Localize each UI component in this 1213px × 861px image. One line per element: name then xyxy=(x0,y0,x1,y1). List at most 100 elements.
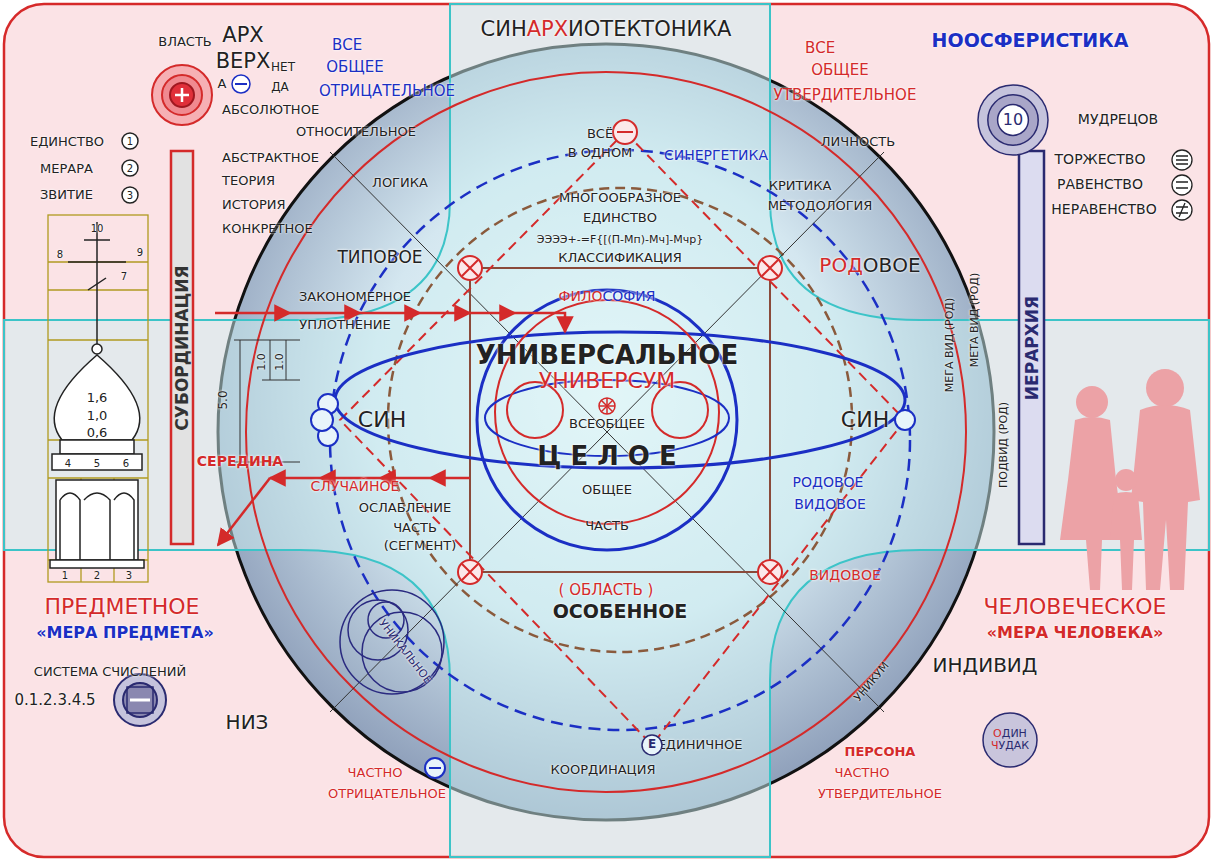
diagonal xyxy=(330,152,884,712)
diagram-label: В ОДНОМ xyxy=(568,146,633,160)
diagram-label: СИСТЕМА СЧИСЛЕНИЙ xyxy=(34,665,186,679)
diagram-label: ОБЩЕЕ xyxy=(811,62,868,79)
diagram-label: ВСЕОБЩЕЕ xyxy=(569,417,645,431)
text-part: ИОТЕКТОНИКА xyxy=(568,17,731,41)
blue-circle xyxy=(477,290,737,550)
cross-band xyxy=(4,4,1209,857)
diagram-label: РОДОВОЕ xyxy=(793,475,864,490)
diagram-label: ВСЕ xyxy=(805,40,835,57)
diagram-label: ЧАСТНО xyxy=(348,766,403,780)
node-text: Е xyxy=(648,738,656,751)
diagram-label: 5.0 xyxy=(217,390,230,409)
red-inner-circle xyxy=(495,300,719,524)
diagram-label: ОТРИЦАТЕЛЬНОЕ xyxy=(328,787,446,801)
diagram-label: Ц Е Л О Е xyxy=(537,442,677,471)
text-part: СИН xyxy=(481,17,527,41)
diagram-label: 6 xyxy=(123,458,129,469)
dimension-lines xyxy=(234,340,300,462)
diagram-label: ВЕРХ xyxy=(216,50,271,73)
text-part: О xyxy=(993,727,1002,740)
text-part: СОФИЯ xyxy=(603,288,656,304)
center-star xyxy=(599,398,615,414)
diagram-label: ПОДВИД (РОД) xyxy=(998,402,1010,488)
diagram-label: А xyxy=(218,77,227,91)
node-text: 2 xyxy=(127,163,133,174)
diagram-label: УНИВЕРСАЛЬНОЕ xyxy=(476,341,738,370)
diagram-label: ОБЩЕЕ xyxy=(582,483,632,497)
red-diamond xyxy=(340,132,905,745)
circle-node: 1 xyxy=(121,132,139,150)
circle-node: 10 xyxy=(977,84,1049,156)
diagram-label: ЗВИТИЕ xyxy=(40,188,93,202)
vertical-band: ИЕРАРХИЯ xyxy=(1018,150,1045,545)
diagram-label: СЕРЕДИНА xyxy=(197,454,283,469)
diagram-label: ЕДИНСТВО xyxy=(30,135,104,149)
diagram-label: ЧАСТЬ xyxy=(585,519,629,533)
corner-markers xyxy=(458,120,782,584)
node-text: 3 xyxy=(127,190,133,201)
diagram-label: ВИДОВОЕ xyxy=(809,568,881,583)
vertical-band: СУБОРДИНАЦИЯ xyxy=(170,150,194,545)
diagram-label: ОСЛАБЛЕНИЕ xyxy=(359,501,452,515)
diagonal xyxy=(330,152,884,712)
diagram-label: ИНДИВИД xyxy=(933,654,1038,676)
diagram-label: «МЕРА ЧЕЛОВЕКА» xyxy=(987,624,1164,642)
diagram-label: КООРДИНАЦИЯ xyxy=(551,763,656,777)
diagram-label: ЛИЧНОСТЬ xyxy=(821,135,895,149)
diagram-label: ФИЛОСОФИЯ xyxy=(558,289,655,304)
diagram-label: РАВЕНСТВО xyxy=(1057,177,1143,192)
diagram-label: ЧАСТЬ xyxy=(393,521,437,535)
circle-node: 2 xyxy=(121,159,139,177)
diagram-label: МЕГА ВИД (РОД) xyxy=(944,298,956,393)
minus-symbol xyxy=(232,75,250,93)
family-silhouette xyxy=(1060,369,1200,590)
blue-dashed-circle xyxy=(330,150,910,730)
diagram-label: УНИВЕРСУМ xyxy=(539,369,675,393)
diagram-label: 7 xyxy=(121,271,127,282)
circle-node: 3 xyxy=(121,186,139,204)
diagram-label: ОБЩЕЕ xyxy=(326,59,383,76)
diagram-label: ОТРИЦАТЕЛЬНОЕ xyxy=(319,83,455,100)
text-part: ОВОЕ xyxy=(863,253,921,277)
text-part: УДАК xyxy=(998,739,1029,752)
diagram-label: ЛОГИКА xyxy=(372,176,428,190)
diagram-title: СИНАРХИОТЕКТОНИКА xyxy=(481,18,732,41)
square xyxy=(470,268,770,572)
diagram-label: МЕРАРА xyxy=(40,162,93,176)
diagram-label: СИНЕРГЕТИКА xyxy=(664,148,768,163)
diagram-label: НЕТ xyxy=(271,61,295,74)
diagram-label: ЗАКОНОМЕРНОЕ xyxy=(299,290,411,304)
diagram-label: 1.0 xyxy=(256,353,268,371)
diagram-label: 1,0 xyxy=(87,409,108,423)
diagram-label: НООСФЕРИСТИКА xyxy=(932,30,1129,51)
text-part: РОД xyxy=(819,253,862,277)
diagram-label: (СЕГМЕНТ) xyxy=(384,539,457,553)
diagram-label: ДА xyxy=(271,81,289,94)
diagram-label: НИЗ xyxy=(226,711,269,733)
diagram-label: КРИТИКА xyxy=(769,179,832,193)
circle-node: ОДИН ЧУДАК xyxy=(982,712,1038,768)
diagram-label: МЕТОДОЛОГИЯ xyxy=(768,199,873,213)
bottom-symbol xyxy=(114,674,166,726)
diagram-label: 10 xyxy=(91,223,104,234)
text-part: ФИЛО xyxy=(558,288,602,304)
diagram-label: ( ОБЛАСТЬ ) xyxy=(559,582,654,599)
church-illustration xyxy=(48,215,148,582)
diagram-label: ВСЁ xyxy=(587,127,613,141)
node-text: СУБОРДИНАЦИЯ xyxy=(173,265,192,430)
diagram-label: МЕТА ВИД (РОД) xyxy=(969,273,981,368)
diagram-label: ЕДИНИЧНОЕ xyxy=(658,738,743,752)
diagram-label: МУДРЕЦОВ xyxy=(1078,112,1158,127)
diagram-label: МНОГООБРАЗНОЕ xyxy=(559,191,681,205)
diagram-label: 1 xyxy=(62,570,68,581)
minus-symbol xyxy=(425,758,445,778)
node-text: ОДИН ЧУДАК xyxy=(990,728,1030,752)
diagram-label: ПРЕДМЕТНОЕ xyxy=(45,595,200,619)
diagram-label: 0,6 xyxy=(87,426,108,440)
diagram-label: 5 xyxy=(94,458,100,469)
diagram-label: АБСТРАКТНОЕ xyxy=(222,151,319,165)
diagram-label: ВИДОВОЕ xyxy=(794,497,866,512)
text-part: ДИН xyxy=(1002,727,1027,740)
diagram-label: ЭЭЭЭ+-=F{[(П-Мп)-Мч]-Мчр} xyxy=(537,234,703,246)
diagram-label: КЛАССИФИКАЦИЯ xyxy=(558,251,682,265)
